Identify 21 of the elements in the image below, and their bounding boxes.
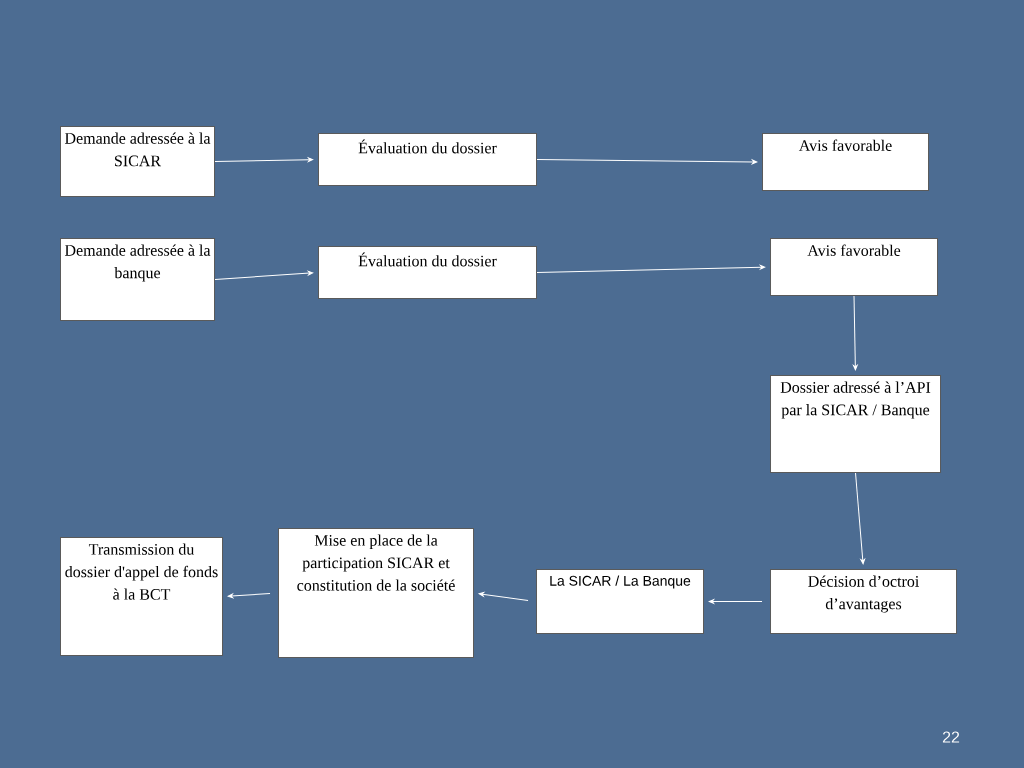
process-box: Avis favorable [762, 133, 929, 191]
process-box: Décision d’octroi d’avantages [770, 569, 957, 634]
page-number: 22 [942, 731, 960, 743]
process-box: La SICAR / La Banque [536, 569, 704, 634]
process-box: Évaluation du dossier [318, 133, 537, 186]
process-box: Transmission du dossier d'appel de fonds à la BCT [60, 537, 223, 656]
arrow [214, 270, 314, 280]
process-box: Avis favorable [770, 238, 938, 296]
arrow [478, 592, 529, 601]
arrow [708, 599, 763, 604]
arrow [214, 157, 314, 162]
process-box: Dossier adressé à l’API par la SICAR / Banque [770, 375, 941, 473]
arrow [536, 264, 766, 273]
process-box: Évaluation du dossier [318, 246, 537, 299]
arrow [227, 593, 271, 599]
arrow [855, 472, 866, 565]
arrow [853, 295, 858, 371]
arrow [536, 159, 758, 165]
process-box: Demande adressée à la SICAR [60, 126, 215, 197]
process-box: Demande adressée à la banque [60, 238, 215, 321]
process-box: Mise en place de la participation SICAR et constitution de la société [278, 528, 474, 658]
